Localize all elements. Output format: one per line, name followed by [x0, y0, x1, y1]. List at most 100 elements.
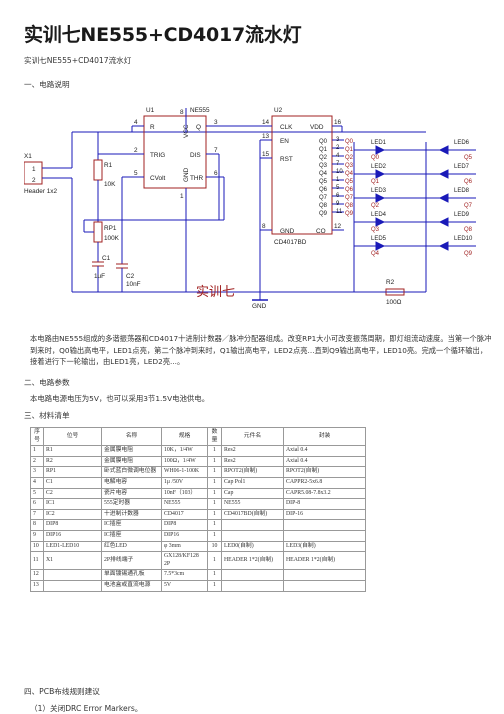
u1-pin-r: R [150, 124, 155, 131]
bom-header-cell: 名称 [101, 426, 162, 447]
u1-pin-q: Q [196, 124, 201, 131]
bom-cell [283, 519, 366, 531]
bom-cell: 12 [30, 569, 44, 581]
u2-output-label: Q7 [319, 195, 328, 201]
bom-cell: 2P排线端子 [101, 551, 162, 571]
bom-cell: 电解电容 [101, 476, 162, 489]
u2-output-label: Q2 [319, 155, 328, 161]
page-title: 实训七NE555+CD4017流水灯 [24, 24, 302, 46]
c1-value: 1uF [94, 273, 105, 280]
c1-label: C1 [102, 255, 111, 262]
bom-cell: DIP-8 [283, 498, 366, 510]
r1-value: 10K [104, 181, 116, 188]
u2-output-label: Q8 [319, 203, 328, 209]
bom-cell: 1 [207, 466, 222, 478]
bom-cell: NE555 [221, 498, 284, 510]
u2-output-label: Q4 [319, 171, 328, 177]
rp1-value: 100K [104, 235, 120, 242]
led-label: LED4 [371, 212, 387, 218]
led-net-label: Q3 [371, 227, 380, 233]
u2-output-pin-number: 6 [336, 193, 340, 199]
bom-cell: 1μ /50V [161, 476, 208, 489]
u2-output-label: Q0 [319, 139, 328, 145]
bom-cell: IC1 [43, 498, 102, 510]
bom-cell: 1 [207, 498, 222, 510]
u1-label: U1 [146, 107, 155, 114]
bom-cell: 7.5*3cm [161, 569, 208, 581]
watermark-text: 实训七 [196, 284, 235, 299]
u2-output-net-label: Q5 [345, 179, 354, 185]
bom-cell: 4 [30, 476, 44, 489]
u2-output-pin-number: 9 [336, 201, 340, 207]
bom-cell: 1 [207, 445, 222, 457]
bom-cell: 6 [30, 498, 44, 510]
bom-cell [221, 529, 284, 542]
u1-pin3: 3 [214, 119, 218, 126]
bom-cell: 2 [30, 455, 44, 468]
r2-value: 100Ω [386, 299, 402, 306]
bom-cell: C2 [43, 487, 102, 500]
u2-cd4017-chip [271, 115, 333, 235]
bom-cell: HEADER 1*2(自制) [283, 551, 366, 571]
bom-cell: RP1 [43, 466, 102, 478]
c2-value: 10nF [126, 281, 141, 288]
bom-cell: 电池盒或直流电源 [101, 579, 162, 592]
bom-cell: 5V [161, 579, 208, 592]
u2-output-pin-number: 2 [336, 145, 340, 151]
bom-cell: R1 [43, 445, 102, 457]
led-net-label: Q2 [371, 203, 380, 209]
u2-output-net-label: Q0 [345, 139, 354, 145]
u2-output-label: Q9 [319, 211, 328, 217]
u2-output-net-label: Q8 [345, 203, 354, 209]
bom-cell: 瓷片电容 [101, 487, 162, 500]
u2-output-pin-number: 11 [336, 209, 343, 215]
bom-cell [283, 569, 366, 581]
u2-output-net-label: Q4 [345, 171, 354, 177]
bom-cell: IC插座 [101, 529, 162, 542]
x1-pin1: 1 [32, 166, 36, 173]
u2-pin-co: CO [316, 228, 326, 235]
bom-cell [221, 519, 284, 531]
u2-pin-rst: RST [280, 156, 293, 163]
bom-cell: IC插座 [101, 519, 162, 531]
u2-output-net-label: Q2 [345, 155, 354, 161]
bom-cell: Cap Pol1 [221, 476, 284, 489]
bom-cell [43, 569, 102, 581]
u1-pin-cvolt: CVolt [150, 175, 165, 182]
u1-pin-dis: DIS [190, 152, 201, 159]
bom-cell: 红色LED [101, 540, 162, 553]
bom-cell: DIP8 [161, 519, 208, 531]
led3-diode-symbol [375, 193, 386, 203]
bom-cell: CAPR5.08-7.8x3.2 [283, 487, 366, 500]
u1-pin-thr: THR [190, 175, 204, 182]
u1-ne555-chip [143, 115, 207, 189]
bom-cell: 10 [30, 540, 44, 553]
led-label: LED3 [371, 188, 387, 194]
bom-cell: Axial 0.4 [283, 455, 366, 468]
bom-cell [221, 579, 284, 592]
bom-cell: 金属膜电阻 [101, 445, 162, 457]
u1-pin7: 7 [214, 147, 218, 154]
bom-cell [283, 529, 366, 542]
u1-pin4: 4 [134, 119, 138, 126]
bom-cell: LED0(自制) [221, 540, 284, 553]
bom-cell: 5 [30, 487, 44, 500]
section-heading-pcb: 四、PCB布线规则建议 [24, 687, 100, 696]
bom-cell: HEADER 1*2(自制) [221, 551, 284, 571]
u2-output-net-label: Q7 [345, 195, 354, 201]
led-net-label: Q5 [464, 155, 473, 161]
led-net-label: Q8 [464, 227, 473, 233]
bom-header-cell: 数量 [207, 426, 222, 447]
bom-cell: X1 [43, 551, 102, 571]
u2-type: CD4017BD [274, 239, 307, 246]
led2-diode-symbol [375, 169, 386, 179]
led-net-label: Q0 [371, 155, 380, 161]
u1-pin-vcc: VCC [183, 124, 190, 138]
